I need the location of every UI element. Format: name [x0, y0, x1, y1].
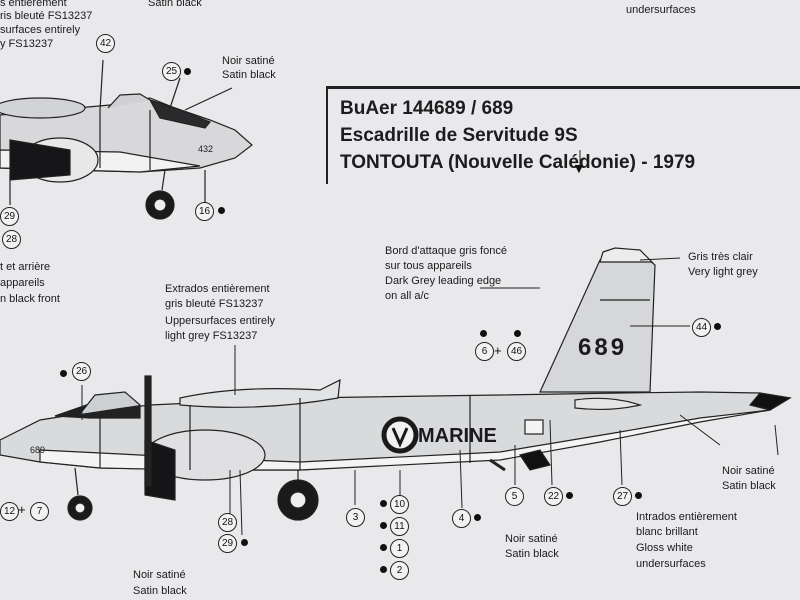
fin-note-line-1: Gris très clair — [688, 251, 753, 263]
upper-left-line-1: t et arrière — [0, 261, 51, 273]
callout-25-dot — [184, 68, 191, 75]
callout-29: 29 — [0, 207, 19, 226]
title-line-3: TONTOUTA (Nouvelle Calédonie) - 1979 — [340, 152, 696, 173]
leading-edge-line-1: Bord d'attaque gris foncé — [385, 245, 507, 257]
arrow-down-icon: ▼ — [572, 160, 586, 176]
satin-nose-line-1: Noir satiné — [133, 569, 186, 581]
callout-6-dot — [480, 330, 487, 337]
upper-satin-black: Satin black — [222, 69, 276, 81]
extrados-line-1: Extrados entièrement — [165, 283, 270, 295]
callout-25: 25 — [162, 62, 181, 81]
plus-12-7: + — [18, 502, 26, 517]
callout-42: 42 — [96, 34, 115, 53]
upper-aircraft — [0, 59, 253, 220]
callout-46-dot — [514, 330, 521, 337]
callout-10-dot — [380, 500, 387, 507]
callout-16-dot — [218, 207, 225, 214]
callout-46: 46 — [507, 342, 526, 361]
upper-noir-satine: Noir satiné — [222, 55, 275, 67]
callout-12: 12 — [0, 502, 19, 521]
plus-6-46: + — [494, 343, 502, 358]
leading-edge-line-2: sur tous appareils — [385, 260, 472, 272]
marine-label: MARINE — [418, 425, 497, 447]
satin-mid-line-1: Noir satiné — [505, 533, 558, 545]
callout-2-dot — [380, 566, 387, 573]
entier-line-4: y FS13237 — [0, 38, 54, 50]
intrados-line-1: Intrados entièrement — [636, 511, 737, 523]
tail-number: 689 — [578, 334, 628, 361]
fin-note-line-2: Very light grey — [688, 266, 758, 278]
upper-nose-number: 432 — [198, 144, 214, 154]
callout-22: 22 — [544, 487, 563, 506]
intrados-line-3: Gloss white — [636, 542, 693, 554]
callout-10: 10 — [390, 495, 409, 514]
callout-27-dot — [635, 492, 642, 499]
extrados-line-3: Uppersurfaces entirely — [165, 315, 276, 327]
callout-4: 4 — [452, 509, 471, 528]
callout-29-dot — [241, 539, 248, 546]
nose-number: 689 — [30, 445, 46, 455]
entier-line-3: surfaces entirely — [0, 24, 81, 36]
callout-44: 44 — [692, 318, 711, 337]
entier-line-2: ris bleuté FS13237 — [0, 10, 93, 22]
callout-16: 16 — [195, 202, 214, 221]
callout-1-dot — [380, 544, 387, 551]
title-box — [326, 87, 800, 184]
callout-29-main: 29 — [218, 534, 237, 553]
leader-lines — [81, 150, 779, 536]
entier-line-1: s entièrement — [0, 0, 67, 9]
intrados-line-4: undersurfaces — [636, 558, 706, 570]
satin-top-label: Satin black — [148, 0, 202, 9]
callout-44-dot — [714, 323, 721, 330]
extrados-line-4: light grey FS13237 — [165, 330, 258, 342]
callout-27: 27 — [613, 487, 632, 506]
callout-11: 11 — [390, 517, 409, 536]
callout-6: 6 — [475, 342, 494, 361]
undersurfaces-top-label: undersurfaces — [626, 4, 696, 16]
leading-edge-line-4: on all a/c — [385, 290, 430, 302]
leading-edge-line-3: Dark Grey leading edge — [385, 275, 502, 287]
callout-28-main: 28 — [218, 513, 237, 532]
upper-left-line-2: appareils — [0, 277, 45, 289]
intrados-line-2: blanc brillant — [636, 526, 698, 538]
callout-3: 3 — [346, 508, 365, 527]
callout-1: 1 — [390, 539, 409, 558]
satin-nose-line-2: Satin black — [133, 585, 187, 597]
satin-mid-line-2: Satin black — [505, 548, 559, 560]
title-line-2: Escadrille de Servitude 9S — [340, 125, 578, 146]
callout-28: 28 — [2, 230, 21, 249]
title-line-1: BuAer 144689 / 689 — [340, 98, 514, 119]
callout-7: 7 — [30, 502, 49, 521]
extrados-line-2: gris bleuté FS13237 — [165, 298, 264, 310]
satin-tail-line-2: Satin black — [722, 480, 776, 492]
satin-tail-line-1: Noir satiné — [722, 465, 775, 477]
callout-2: 2 — [390, 561, 409, 580]
callout-5: 5 — [505, 487, 524, 506]
callout-22-dot — [566, 492, 573, 499]
callout-26-dot — [60, 370, 67, 377]
main-aircraft — [0, 247, 792, 521]
callout-26: 26 — [72, 362, 91, 381]
callout-11-dot — [380, 522, 387, 529]
upper-left-line-3: n black front — [0, 293, 60, 305]
callout-4-dot — [474, 514, 481, 521]
